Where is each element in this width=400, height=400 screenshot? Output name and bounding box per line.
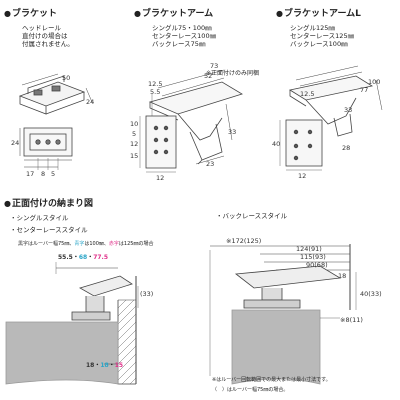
bracket-dim-5: 5 bbox=[51, 170, 55, 178]
front-mount-title: ●正面付けの納まり図 bbox=[4, 199, 93, 209]
bracket-arm-l-isometric-drawing bbox=[288, 65, 383, 137]
arm-l-dim-33: 33 bbox=[344, 106, 352, 114]
front-bottom-values: 18・18・15 bbox=[86, 362, 124, 369]
front-mount-note: ※正面付けのみ同梱 bbox=[206, 70, 260, 77]
front-top-values: 55.5・68・77.5 bbox=[58, 254, 109, 261]
arm-dim-v12: 12 bbox=[130, 140, 138, 148]
bracket-title: ●ブラケット bbox=[4, 9, 57, 19]
arm-dim-33: 33 bbox=[228, 128, 236, 136]
bracket-arm-isometric-drawing bbox=[148, 69, 243, 165]
bracket-arm-l-title: ●ブラケットアームL bbox=[276, 9, 361, 19]
bracket-arm-plate-drawing bbox=[139, 115, 177, 173]
bracket-dim-50: 50 bbox=[62, 74, 70, 82]
front-side-33: (33) bbox=[140, 290, 153, 298]
back-lace-assembly-drawing bbox=[209, 244, 357, 385]
back-lace-title: ・バックレーススタイル bbox=[216, 212, 288, 220]
bracket-arm-desc: シングル75・100㎜ センターレース100㎜ バックレース75㎜ bbox=[152, 24, 217, 48]
bracket-desc: ヘッドレール 直付けの場合は 付属されません。 bbox=[22, 24, 74, 48]
arm-dim-v5: 5 bbox=[132, 130, 136, 138]
width-legend: 黒字はルーバー幅75㎜、青字は100㎜、赤字は125㎜の場合 bbox=[18, 241, 154, 247]
arm-l-dim-12: 12 bbox=[298, 172, 306, 180]
back-notes: ※はルーバー回転範囲での最大または最小寸法です。 （ ）はルーバー幅75㎜の場合… bbox=[212, 377, 331, 393]
arm-dim-v15: 15 bbox=[130, 152, 138, 160]
back-dim-124: 124(91) bbox=[296, 245, 322, 253]
bracket-dim-8: 8 bbox=[41, 170, 45, 178]
arm-l-dim-28: 28 bbox=[342, 144, 350, 152]
back-dim-40: 40(33) bbox=[360, 290, 382, 298]
front-mount-assembly-drawing bbox=[5, 262, 139, 385]
arm-dim-52: 52 bbox=[204, 72, 212, 80]
arm-dim-73: 73 bbox=[210, 62, 218, 70]
bracket-arm-l-plate-drawing bbox=[279, 119, 323, 171]
back-dim-8: ※8(11) bbox=[340, 316, 363, 324]
arm-dim-23: 23 bbox=[206, 160, 214, 168]
front-styles: ・シングルスタイル ・センターレーススタイル bbox=[10, 214, 88, 234]
back-dim-172: ※172(125) bbox=[226, 237, 261, 245]
arm-dim-12: 12 bbox=[156, 174, 164, 182]
bracket-dim-24a: 24 bbox=[86, 98, 94, 106]
arm-l-dim-100: 100 bbox=[368, 78, 380, 86]
arm-dim-12-5: 12.5 bbox=[148, 80, 162, 88]
bracket-dim-17: 17 bbox=[26, 170, 34, 178]
back-dim-90: 90(68) bbox=[306, 261, 328, 269]
arm-dim-5-5: 5.5 bbox=[150, 88, 160, 96]
arm-l-dim-40: 40 bbox=[272, 140, 280, 148]
arm-l-dim-77: 77 bbox=[360, 86, 368, 94]
bracket-isometric-drawing bbox=[18, 73, 93, 115]
bracket-front-drawing bbox=[19, 127, 73, 170]
arm-dim-v10: 10 bbox=[130, 120, 138, 128]
bracket-dim-24b: 24 bbox=[11, 139, 19, 147]
arm-l-dim-12-5: 12.5 bbox=[300, 90, 314, 98]
bracket-arm-l-desc: シングル125㎜ センターレース125㎜ バックレース100㎜ bbox=[290, 24, 355, 48]
bracket-arm-title: ●ブラケットアーム bbox=[134, 9, 214, 19]
back-dim-18: 18 bbox=[338, 272, 346, 280]
back-dim-115: 115(93) bbox=[300, 253, 326, 261]
